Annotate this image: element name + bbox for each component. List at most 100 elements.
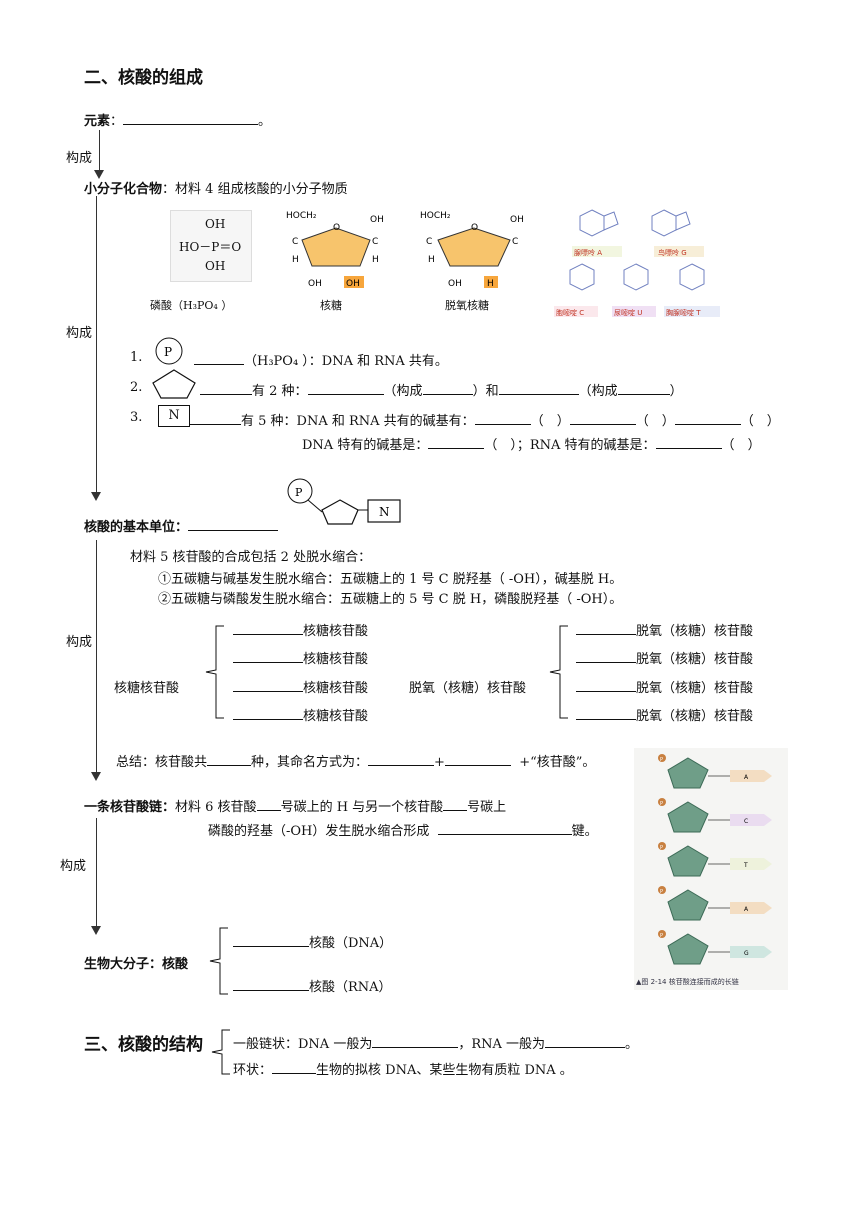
elements-blank[interactable]	[123, 112, 259, 125]
svg-text:T: T	[743, 862, 748, 869]
svg-text:OH: OH	[370, 215, 384, 225]
structure-blank-3[interactable]	[272, 1061, 317, 1074]
ribo-blank[interactable]	[233, 650, 303, 663]
item2-row: 有 2 种：（构成）和（构成）	[200, 380, 683, 399]
item2-blank-3[interactable]	[422, 382, 473, 395]
elements-row: 元素：。	[84, 110, 271, 129]
elements-label: 元素	[84, 114, 111, 129]
ribo-row: 核糖核苷酸	[233, 705, 368, 724]
item3-blank-4[interactable]	[674, 412, 741, 425]
arrow-line-1	[99, 130, 100, 172]
svg-text:H: H	[372, 255, 379, 265]
item3-blank-5[interactable]	[428, 436, 485, 449]
item1-blank[interactable]	[194, 352, 244, 365]
svg-text:OH: OH	[448, 279, 462, 288]
svg-text:G: G	[744, 950, 749, 957]
bases-structure-icon: 腺嘌呤 A 鸟嘌呤 G 胞嘧啶 C 尿嘧啶 U 胸腺嘧啶 T	[554, 209, 720, 317]
structure-blank-1[interactable]	[372, 1035, 459, 1048]
svg-text:A: A	[744, 906, 749, 913]
phosphate-image: OH HO－P＝O OH	[170, 210, 252, 282]
summary-blank-2[interactable]	[368, 753, 435, 766]
material5-text: 材料 5 核苷酸的合成包括 2 处脱水缩合：	[130, 550, 372, 565]
svg-text:C: C	[426, 237, 432, 247]
item2-blank-5[interactable]	[617, 382, 670, 395]
nucleotide-diagram-icon: P N	[287, 478, 401, 525]
phosphate-caption: 磷酸（H₃PO₄ ）	[150, 299, 233, 312]
svg-text:P: P	[660, 845, 663, 851]
item3-blank-2[interactable]	[474, 412, 531, 425]
small-molecule-label: 小分子化合物	[84, 182, 163, 197]
deoxy-group-label: 脱氧（核糖）核苷酸	[409, 681, 527, 696]
deoxy-blank[interactable]	[576, 622, 636, 635]
rna-blank[interactable]	[233, 978, 309, 991]
chain-unit: P A	[658, 754, 772, 789]
chain-row: 一条核苷酸链：材料 6 核苷酸号碳上的 H 与另一个核苷酸号碳上	[84, 798, 507, 815]
colon: ：	[110, 114, 124, 129]
ribo-blank[interactable]	[233, 679, 303, 692]
svg-text:C: C	[372, 237, 378, 247]
item2-blank-2[interactable]	[307, 382, 384, 395]
item3-blank-3[interactable]	[569, 412, 636, 425]
arrow-line-3	[96, 540, 97, 774]
compose-label-4: 构成	[60, 859, 87, 874]
chain-blank-2[interactable]	[443, 798, 468, 811]
small-molecule-row: 小分子化合物：材料 4 组成核酸的小分子物质	[84, 182, 348, 197]
summary-blank-3[interactable]	[444, 753, 511, 766]
chain-blank-3[interactable]	[437, 822, 572, 835]
item3-blank-6[interactable]	[655, 436, 722, 449]
phosphate-circle-icon: P	[155, 337, 183, 365]
ribo-blank[interactable]	[233, 622, 303, 635]
arrow-head-4	[91, 926, 101, 935]
svg-text:胞嘧啶 C: 胞嘧啶 C	[556, 308, 584, 317]
svg-text:A: A	[744, 774, 749, 781]
bases-image: 腺嘌呤 A 鸟嘌呤 G 胞嘧啶 C 尿嘧啶 U 胸腺嘧啶 T	[552, 196, 724, 320]
deoxy-blank[interactable]	[576, 679, 636, 692]
chain-label: 一条核苷酸链：	[84, 800, 176, 815]
deoxy-brace-icon	[549, 625, 568, 719]
deoxy-blank[interactable]	[576, 707, 636, 720]
ribo-brace-icon	[205, 625, 224, 719]
item3-blank-1[interactable]	[189, 412, 241, 425]
structure-brace-icon	[211, 1029, 230, 1075]
basic-unit-row: 核酸的基本单位：	[84, 516, 279, 535]
summary-blank-1[interactable]	[207, 753, 252, 766]
arrow-head-1	[94, 170, 104, 179]
compose-label-2: 构成	[66, 326, 93, 341]
summary-row: 总结：核苷酸共种，其命名方式为：+ +“核苷酸”。	[116, 753, 596, 770]
compose-label-1: 构成	[66, 151, 93, 166]
basic-unit-blank[interactable]	[188, 518, 279, 531]
ribose-caption: 核糖	[320, 299, 342, 312]
pentagon-sugar-icon	[152, 369, 196, 399]
macro-label: 生物大分子：核酸	[84, 957, 189, 972]
ribo-group-label: 核糖核苷酸	[114, 681, 180, 696]
structure-blank-2[interactable]	[545, 1035, 626, 1048]
item2-blank-4[interactable]	[498, 382, 579, 395]
arrow-head-2	[91, 492, 101, 501]
material5-line2: ②五碳糖与磷酸发生脱水缩合：五碳糖上的 5 号 C 脱 H，磷酸脱羟基（ -OH…	[158, 592, 623, 607]
deoxy-blank[interactable]	[576, 650, 636, 663]
svg-text:HOCH₂: HOCH₂	[420, 211, 451, 221]
item3-row: 有 5 种：DNA 和 RNA 共有的碱基有：（ ）（ ）（ ）	[189, 410, 780, 429]
item2-blank-1[interactable]	[200, 382, 252, 395]
svg-text:C: C	[292, 237, 298, 247]
section3-title: 三、核酸的结构	[84, 1035, 203, 1055]
structure-row2: 环状：生物的拟核 DNA、某些生物有质粒 DNA 。	[233, 1061, 573, 1078]
ribose-image: HOCH₂ O OH C C H OH OH H	[278, 200, 386, 289]
svg-text:OH: OH	[510, 215, 524, 225]
material4-text: 材料 4 组成核酸的小分子物质	[175, 182, 348, 197]
macro-brace-icon	[209, 927, 228, 995]
svg-text:H: H	[292, 255, 299, 265]
svg-text:P: P	[295, 486, 303, 499]
ribose-structure-icon: HOCH₂ O OH C C H OH OH H	[286, 211, 384, 289]
ribo-row: 核糖核苷酸	[233, 648, 368, 667]
ribo-row: 核糖核苷酸	[233, 677, 368, 696]
ribo-blank[interactable]	[233, 707, 303, 720]
svg-text:N: N	[379, 505, 390, 519]
arrow-head-3	[91, 772, 101, 781]
chain-blank-1[interactable]	[256, 798, 281, 811]
svg-text:H: H	[428, 255, 435, 265]
dna-blank[interactable]	[233, 934, 309, 947]
svg-text:P: P	[660, 889, 663, 895]
svg-text:HOCH₂: HOCH₂	[286, 211, 317, 221]
nucleotide-chain-figure: P A P C P T P A P	[634, 748, 788, 990]
